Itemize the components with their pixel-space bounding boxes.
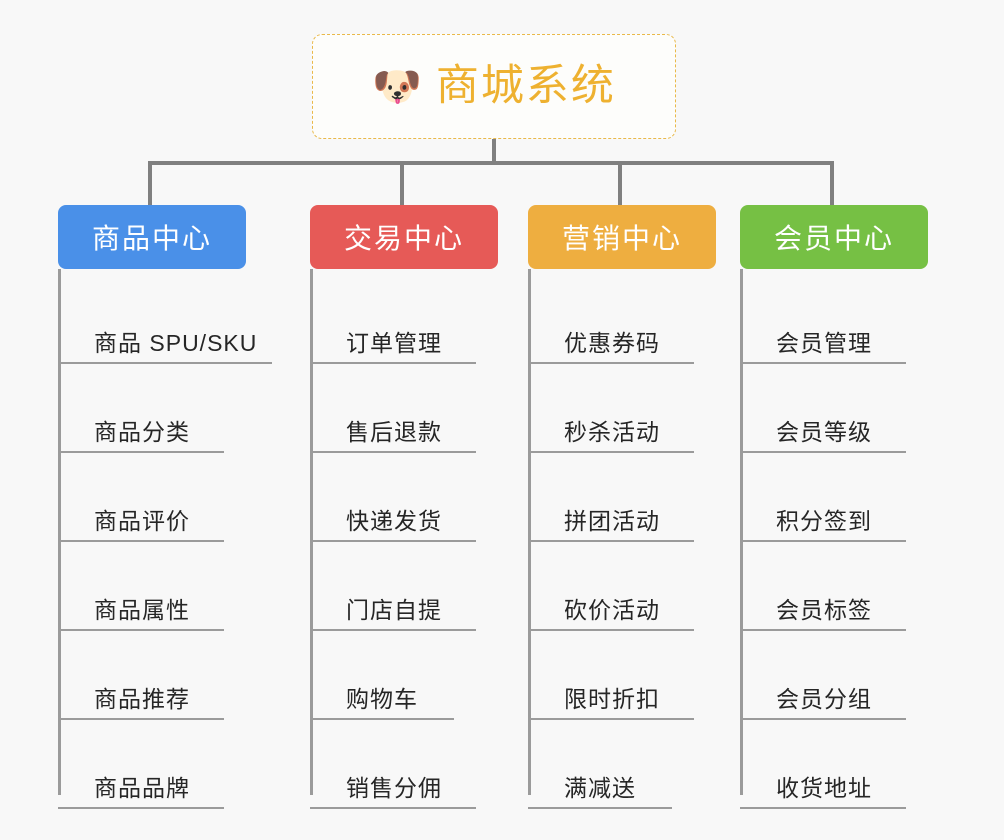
connector-bar <box>148 161 834 165</box>
leaf-item[interactable]: 售后退款 <box>310 364 498 453</box>
category-column-marketing-center: 营销中心优惠券码秒杀活动拼团活动砍价活动限时折扣满减送 <box>528 205 716 809</box>
leaf-label: 商品品牌 <box>94 775 190 801</box>
leaf-label: 拼团活动 <box>564 508 660 534</box>
leaf-label: 售后退款 <box>346 419 442 445</box>
leaf-label: 购物车 <box>346 686 418 712</box>
leaf-label: 秒杀活动 <box>564 419 660 445</box>
category-label: 商品中心 <box>91 223 212 254</box>
leaf-label: 积分签到 <box>776 508 872 534</box>
category-box-trade-center[interactable]: 交易中心 <box>310 205 498 269</box>
leaf-item[interactable]: 快递发货 <box>310 453 498 542</box>
leaf-list-product-center: 商品 SPU/SKU 商品分类商品评价商品属性商品推荐商品品牌 <box>58 269 272 809</box>
leaf-item[interactable]: 会员标签 <box>740 542 928 631</box>
connector-drop-1 <box>148 161 152 205</box>
leaf-label: 优惠券码 <box>564 330 660 356</box>
category-column-trade-center: 交易中心订单管理售后退款快递发货门店自提购物车销售分佣 <box>310 205 498 809</box>
leaf-item[interactable]: 拼团活动 <box>528 453 716 542</box>
leaf-label: 满减送 <box>564 775 636 801</box>
leaf-item[interactable]: 商品品牌 <box>58 720 246 809</box>
leaf-item[interactable]: 积分签到 <box>740 453 928 542</box>
connector-drop-2 <box>400 161 404 205</box>
leaf-label: 商品评价 <box>94 508 190 534</box>
leaf-item[interactable]: 砍价活动 <box>528 542 716 631</box>
leaf-item[interactable]: 收货地址 <box>740 720 928 809</box>
category-label: 会员中心 <box>773 223 894 254</box>
leaf-item[interactable]: 订单管理 <box>310 275 498 364</box>
leaf-list-trade-center: 订单管理售后退款快递发货门店自提购物车销售分佣 <box>310 269 498 809</box>
leaf-item[interactable]: 会员管理 <box>740 275 928 364</box>
leaf-label: 快递发货 <box>346 508 442 534</box>
leaf-item[interactable]: 会员分组 <box>740 631 928 720</box>
leaf-label: 商品分类 <box>94 419 190 445</box>
leaf-list-member-center: 会员管理会员等级积分签到会员标签会员分组收货地址 <box>740 269 928 809</box>
category-column-member-center: 会员中心会员管理会员等级积分签到会员标签会员分组收货地址 <box>740 205 928 809</box>
leaf-label: 会员标签 <box>776 597 872 623</box>
leaf-item[interactable]: 优惠券码 <box>528 275 716 364</box>
category-box-member-center[interactable]: 会员中心 <box>740 205 928 269</box>
leaf-item[interactable]: 门店自提 <box>310 542 498 631</box>
leaf-list-marketing-center: 优惠券码秒杀活动拼团活动砍价活动限时折扣满减送 <box>528 269 716 809</box>
leaf-label: 销售分佣 <box>346 775 442 801</box>
leaf-label: 商品 SPU/SKU <box>94 330 258 356</box>
root-node[interactable]: 🐶 商城系统 <box>312 34 676 139</box>
leaf-label: 商品推荐 <box>94 686 190 712</box>
leaf-label: 会员等级 <box>776 419 872 445</box>
leaf-label: 砍价活动 <box>564 597 660 623</box>
leaf-item[interactable]: 商品分类 <box>58 364 246 453</box>
leaf-item[interactable]: 商品推荐 <box>58 631 246 720</box>
category-box-marketing-center[interactable]: 营销中心 <box>528 205 716 269</box>
leaf-label: 订单管理 <box>346 330 442 356</box>
leaf-item[interactable]: 满减送 <box>528 720 716 809</box>
leaf-item[interactable]: 销售分佣 <box>310 720 498 809</box>
category-column-product-center: 商品中心商品 SPU/SKU 商品分类商品评价商品属性商品推荐商品品牌 <box>58 205 272 809</box>
leaf-label: 会员管理 <box>776 330 872 356</box>
leaf-item[interactable]: 商品评价 <box>58 453 246 542</box>
leaf-label: 门店自提 <box>346 597 442 623</box>
leaf-label: 会员分组 <box>776 686 872 712</box>
connector-stem <box>492 139 496 165</box>
leaf-item[interactable]: 秒杀活动 <box>528 364 716 453</box>
shiba-dog-face-icon: 🐶 <box>372 64 422 109</box>
category-label: 交易中心 <box>343 223 464 254</box>
root-title: 商城系统 <box>435 62 616 110</box>
leaf-item[interactable]: 商品属性 <box>58 542 246 631</box>
leaf-label: 收货地址 <box>776 775 872 801</box>
leaf-label: 商品属性 <box>94 597 190 623</box>
category-box-product-center[interactable]: 商品中心 <box>58 205 246 269</box>
leaf-item[interactable]: 限时折扣 <box>528 631 716 720</box>
category-label: 营销中心 <box>561 223 682 254</box>
leaf-item[interactable]: 购物车 <box>310 631 498 720</box>
connector-drop-3 <box>618 161 622 205</box>
connector-drop-4 <box>830 161 834 205</box>
leaf-item[interactable]: 商品 SPU/SKU <box>58 275 272 364</box>
leaf-item[interactable]: 会员等级 <box>740 364 928 453</box>
leaf-label: 限时折扣 <box>564 686 660 712</box>
